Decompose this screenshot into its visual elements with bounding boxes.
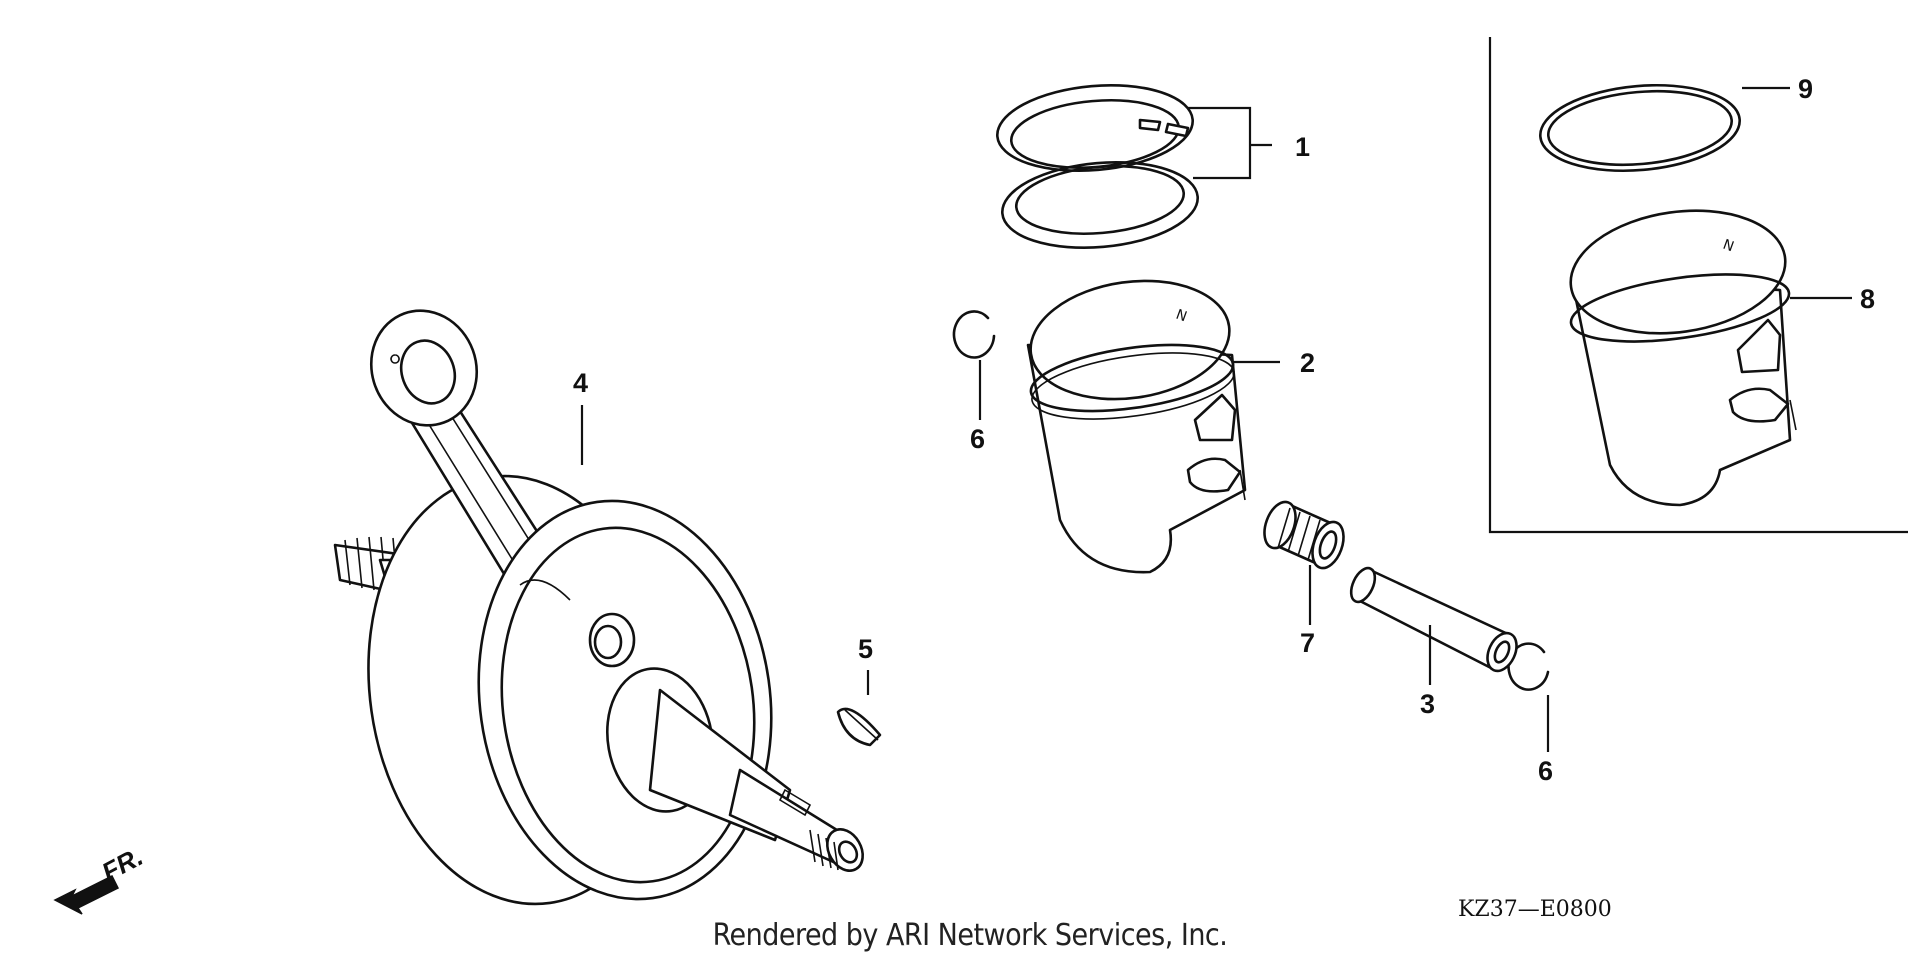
piston: N — [1026, 279, 1247, 574]
arrow-left-icon — [53, 874, 120, 915]
callout-6-right: 6 — [1538, 756, 1553, 786]
piston-pin-clip-left — [952, 310, 996, 359]
callout-9: 9 — [1798, 74, 1813, 104]
callout-4: 4 — [573, 368, 588, 398]
piston-mark: N — [1174, 307, 1189, 326]
front-direction-indicator: FR. — [53, 841, 148, 915]
leader-lines — [580, 86, 1852, 752]
callout-8: 8 — [1860, 284, 1875, 314]
woodruff-key — [836, 707, 882, 747]
alt-piston: N — [1569, 209, 1797, 507]
footer-credit: Rendered by ARI Network Services, Inc. — [712, 918, 1228, 953]
needle-bearing — [1263, 500, 1345, 570]
optional-kit-frame — [1488, 37, 1908, 534]
alt-piston-ring — [1539, 83, 1741, 173]
callout-1: 1 — [1295, 132, 1310, 162]
callout-2: 2 — [1300, 348, 1315, 378]
callout-3: 3 — [1420, 689, 1435, 719]
diagram-code: KZ37—E0800 — [1458, 897, 1612, 922]
callout-6-left: 6 — [970, 424, 985, 454]
piston-pin-clip-right — [1507, 642, 1550, 691]
callout-labels: 1 2 3 4 5 6 6 7 8 9 — [573, 74, 1875, 786]
piston-pin — [1349, 566, 1518, 673]
alt-piston-mark: N — [1721, 237, 1736, 256]
crankshaft-assembly — [333, 309, 864, 906]
crankshaft-output-shaft — [648, 688, 864, 872]
callout-5: 5 — [858, 634, 873, 664]
callout-7: 7 — [1300, 628, 1315, 658]
piston-ring-set — [996, 83, 1199, 250]
